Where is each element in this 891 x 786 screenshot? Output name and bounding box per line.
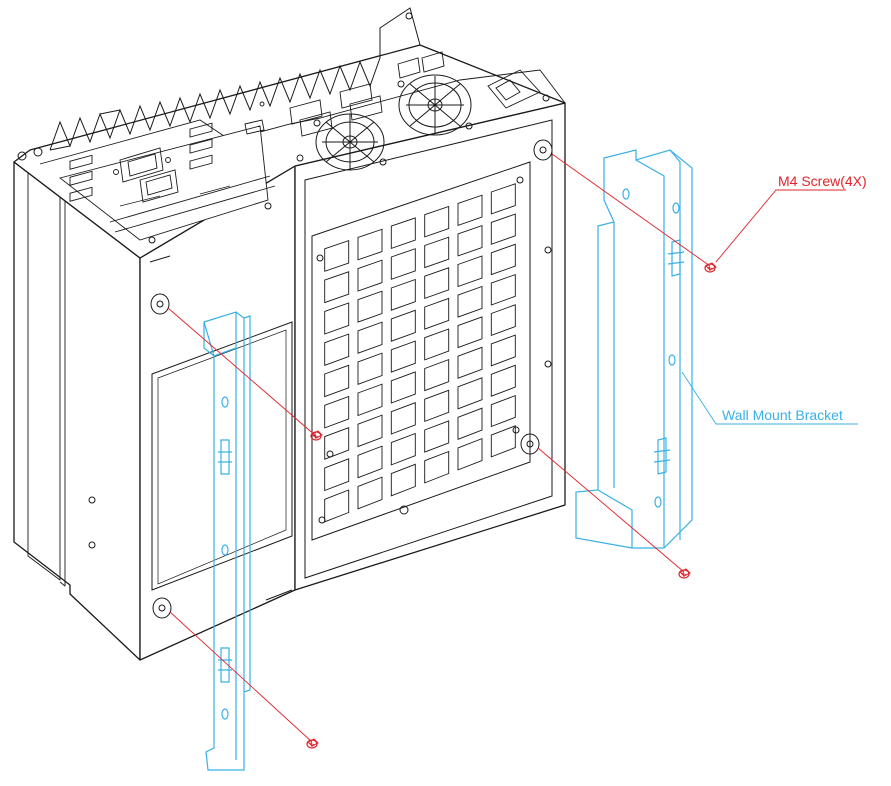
screw-callout-label: M4 Screw(4X)	[778, 173, 867, 189]
fan-right	[397, 74, 473, 136]
grille-cell	[390, 309, 416, 342]
explosion-lines	[167, 153, 711, 743]
grille-cell	[490, 213, 516, 245]
grille-cell	[490, 273, 516, 306]
grille-cell	[357, 476, 383, 510]
grille-cell	[490, 243, 516, 276]
grille-cell	[357, 228, 383, 261]
grille-cell	[390, 278, 416, 311]
grille-cell	[457, 346, 483, 379]
bracket-callout-label: Wall Mount Bracket	[722, 407, 843, 423]
grille-cell	[424, 297, 450, 330]
m4-screw	[306, 738, 319, 749]
grille-cell	[424, 358, 450, 392]
grille-cell	[324, 333, 350, 366]
grille-cell	[324, 271, 350, 304]
grille-cell	[390, 217, 416, 250]
grille-cell	[457, 407, 483, 440]
vga-port	[113, 147, 179, 203]
grille-cell	[390, 371, 416, 404]
grille-cell	[457, 224, 483, 257]
callout-leaders	[681, 189, 858, 425]
grille-cell	[424, 450, 450, 484]
left-panel-details	[88, 255, 293, 619]
wall-mount-bracket-right	[575, 149, 693, 549]
wall-mount-bracket-left	[203, 311, 251, 771]
usb-ports	[69, 122, 213, 202]
vent-grille	[324, 183, 516, 523]
grille-cell	[490, 394, 516, 428]
grille-cell	[490, 364, 516, 397]
grille-cell	[357, 321, 383, 354]
grille-cell	[390, 340, 416, 373]
grille-cell	[324, 458, 350, 492]
grille-cell	[390, 432, 416, 466]
m4-screw	[704, 262, 717, 273]
grille-cell	[324, 302, 350, 335]
grille-cell	[390, 402, 416, 435]
front-right-face	[294, 102, 566, 591]
fan-left	[313, 113, 387, 171]
grille-cell	[457, 255, 483, 288]
grille-cell	[457, 285, 483, 318]
grille-cell	[324, 395, 350, 429]
grille-cell	[324, 239, 350, 272]
grille-cell	[357, 290, 383, 323]
grille-cell	[457, 316, 483, 349]
grille-cell	[457, 194, 483, 227]
grille-cell	[357, 383, 383, 417]
lan-ports	[289, 51, 445, 137]
grille-cell	[457, 377, 483, 410]
grille-cell	[390, 463, 416, 497]
heatsink-fins	[49, 7, 421, 151]
grille-cell	[357, 259, 383, 292]
grille-cell	[324, 364, 350, 398]
grille-cell	[324, 427, 350, 460]
top-corner-screws	[17, 94, 550, 244]
io-panel	[39, 51, 566, 241]
grille-cell	[424, 236, 450, 269]
grille-cell	[490, 183, 516, 215]
grille-cell	[424, 420, 450, 453]
grille-cell	[424, 328, 450, 361]
grille-cell	[357, 352, 383, 385]
m4-screw	[678, 568, 691, 579]
grille-cell	[324, 489, 350, 523]
grille-cell	[390, 248, 416, 280]
grille-cell	[490, 334, 516, 367]
grille-cell	[424, 205, 450, 238]
grille-cell	[424, 389, 450, 423]
grille-cell	[357, 414, 383, 448]
grille-cell	[490, 425, 516, 458]
grille-cell	[490, 304, 516, 337]
grille-cell	[457, 437, 483, 471]
grille-cell	[424, 267, 450, 300]
grille-cell	[357, 445, 383, 479]
